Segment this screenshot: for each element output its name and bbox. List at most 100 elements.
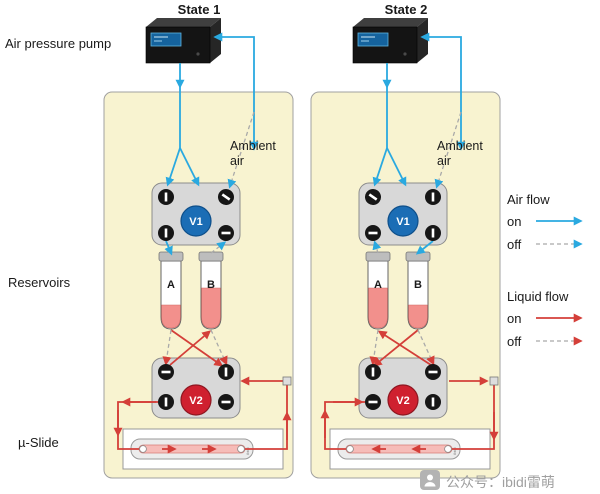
watermark: 公众号：ibidi雷萌: [420, 470, 555, 490]
legend: Air flow on off Liquid flow on off: [507, 192, 583, 349]
legend-air-on-label: on: [507, 214, 521, 229]
tube-cap: [158, 251, 184, 262]
slide-brand-label: ibidi: [452, 447, 457, 454]
air-branch-line: [386, 147, 407, 187]
pump-screen: [357, 32, 389, 47]
valve-port-icon: [425, 189, 441, 205]
reservoir-b-label: B: [414, 279, 422, 291]
liquid-line-off: [369, 329, 379, 366]
pump-button-icon: [196, 52, 200, 56]
pump-top-face: [353, 18, 428, 27]
legend-liquid-on-label: on: [507, 311, 521, 326]
tube-cap: [198, 251, 224, 262]
air-flow-lines-1: [164, 32, 259, 256]
valve-v2-label: V2: [189, 395, 202, 407]
air-pump-2: [352, 18, 428, 64]
slide-channel: [345, 444, 453, 454]
slide-port-icon: [346, 445, 354, 453]
valve-port-icon: [218, 364, 234, 380]
valve-port-icon: [425, 394, 441, 410]
valve-v2-2: V2: [365, 364, 441, 416]
reservoir-b-label: B: [207, 279, 215, 291]
valve-port-icon: [218, 394, 234, 410]
air-pump-1: [145, 18, 221, 64]
valve-port-icon: [365, 394, 381, 410]
air-branch-line: [165, 147, 181, 187]
u-slide-label: µ-Slide: [18, 435, 59, 450]
reservoir-a-to-v2-line: [170, 329, 224, 367]
tube-liquid: [201, 287, 221, 329]
tube-cap: [405, 251, 431, 262]
tubing-connector: [282, 376, 292, 386]
valve-port-icon: [365, 189, 381, 205]
reservoir-a-vent-line: [372, 240, 382, 254]
valve-port-icon: [425, 364, 441, 380]
legend-air-flow-label: Air flow: [507, 192, 550, 207]
ambient-air-label: air: [230, 154, 244, 168]
valve-v2-knob: [180, 384, 212, 416]
v1-to-reservoir-a-line: [164, 240, 173, 256]
reservoir-a-label: A: [374, 279, 382, 291]
vent-line-off: [227, 111, 255, 189]
air-flow-lines-2: [372, 32, 466, 255]
reservoir-b-1: B: [198, 251, 224, 330]
air-branch-line: [179, 147, 200, 187]
slide-channel: [138, 444, 246, 454]
watermark-icon-face: [427, 474, 433, 481]
reservoirs-label: Reservoirs: [8, 275, 71, 290]
reservoir-a-label: A: [167, 279, 175, 291]
valve-port-icon: [158, 225, 174, 241]
ambient-air-label: Ambient: [230, 139, 276, 153]
ambient-air-label: Ambient: [437, 139, 483, 153]
v1-to-reservoir-b-line: [415, 240, 434, 255]
tube-cap: [365, 251, 391, 262]
air-branch-line: [372, 147, 388, 187]
reservoir-b-to-v2-line: [372, 329, 419, 367]
liquid-flow-lines-2: [320, 329, 499, 454]
valve-port-icon: [365, 225, 381, 241]
watermark-text: 公众号：ibidi雷萌: [446, 474, 555, 490]
valve-port-icon: [218, 225, 234, 241]
legend-liquid-flow-label: Liquid flow: [507, 289, 569, 304]
legend-air-off-label: off: [507, 237, 522, 252]
tube-liquid: [408, 304, 428, 329]
slide-to-v2-line: [245, 385, 288, 450]
legend-liquid-off-label: off: [507, 334, 522, 349]
reservoir-a-2: A: [365, 251, 391, 330]
state-1-title: State 1: [178, 2, 221, 17]
pump-top-face: [146, 18, 221, 27]
liquid-line-off: [162, 329, 172, 366]
valve-port-icon: [365, 364, 381, 380]
valve-v2-1: V2: [158, 364, 234, 416]
tube-liquid: [161, 304, 181, 329]
v2-to-reservoir-a-line: [377, 330, 432, 366]
slide-port-icon: [139, 445, 147, 453]
ambient-air-line: [420, 32, 466, 151]
watermark-icon-body: [424, 482, 436, 487]
reservoir-b-2: B: [405, 251, 431, 330]
valve-v1-1: V1: [158, 189, 234, 241]
reservoir-a-1: A: [158, 251, 184, 330]
vent-line-off: [434, 111, 462, 189]
valve-v1-knob: [387, 205, 419, 237]
air-pressure-pump-label: Air pressure pump: [5, 36, 111, 51]
valve-v2-label: V2: [396, 395, 409, 407]
liquid-flow-lines-1: [113, 329, 292, 454]
ambient-air-label: air: [437, 154, 451, 168]
valve-port-icon: [158, 394, 174, 410]
valve-port-icon: [158, 364, 174, 380]
reservoir-b-vent-line: [210, 241, 227, 254]
valve-v1-label: V1: [396, 216, 409, 228]
valve-port-icon: [425, 225, 441, 241]
tubing-connector: [489, 376, 499, 386]
valve-v1-2: V1: [365, 189, 441, 241]
slide-port-icon: [237, 445, 245, 453]
state-2-title: State 2: [385, 2, 428, 17]
valve-port-icon: [218, 189, 234, 205]
panel-state-1: ibidi A B: [103, 18, 294, 479]
panel-state-2: ibidi A B: [310, 18, 501, 479]
pump-screen: [150, 32, 182, 47]
valve-v2-knob: [387, 384, 419, 416]
